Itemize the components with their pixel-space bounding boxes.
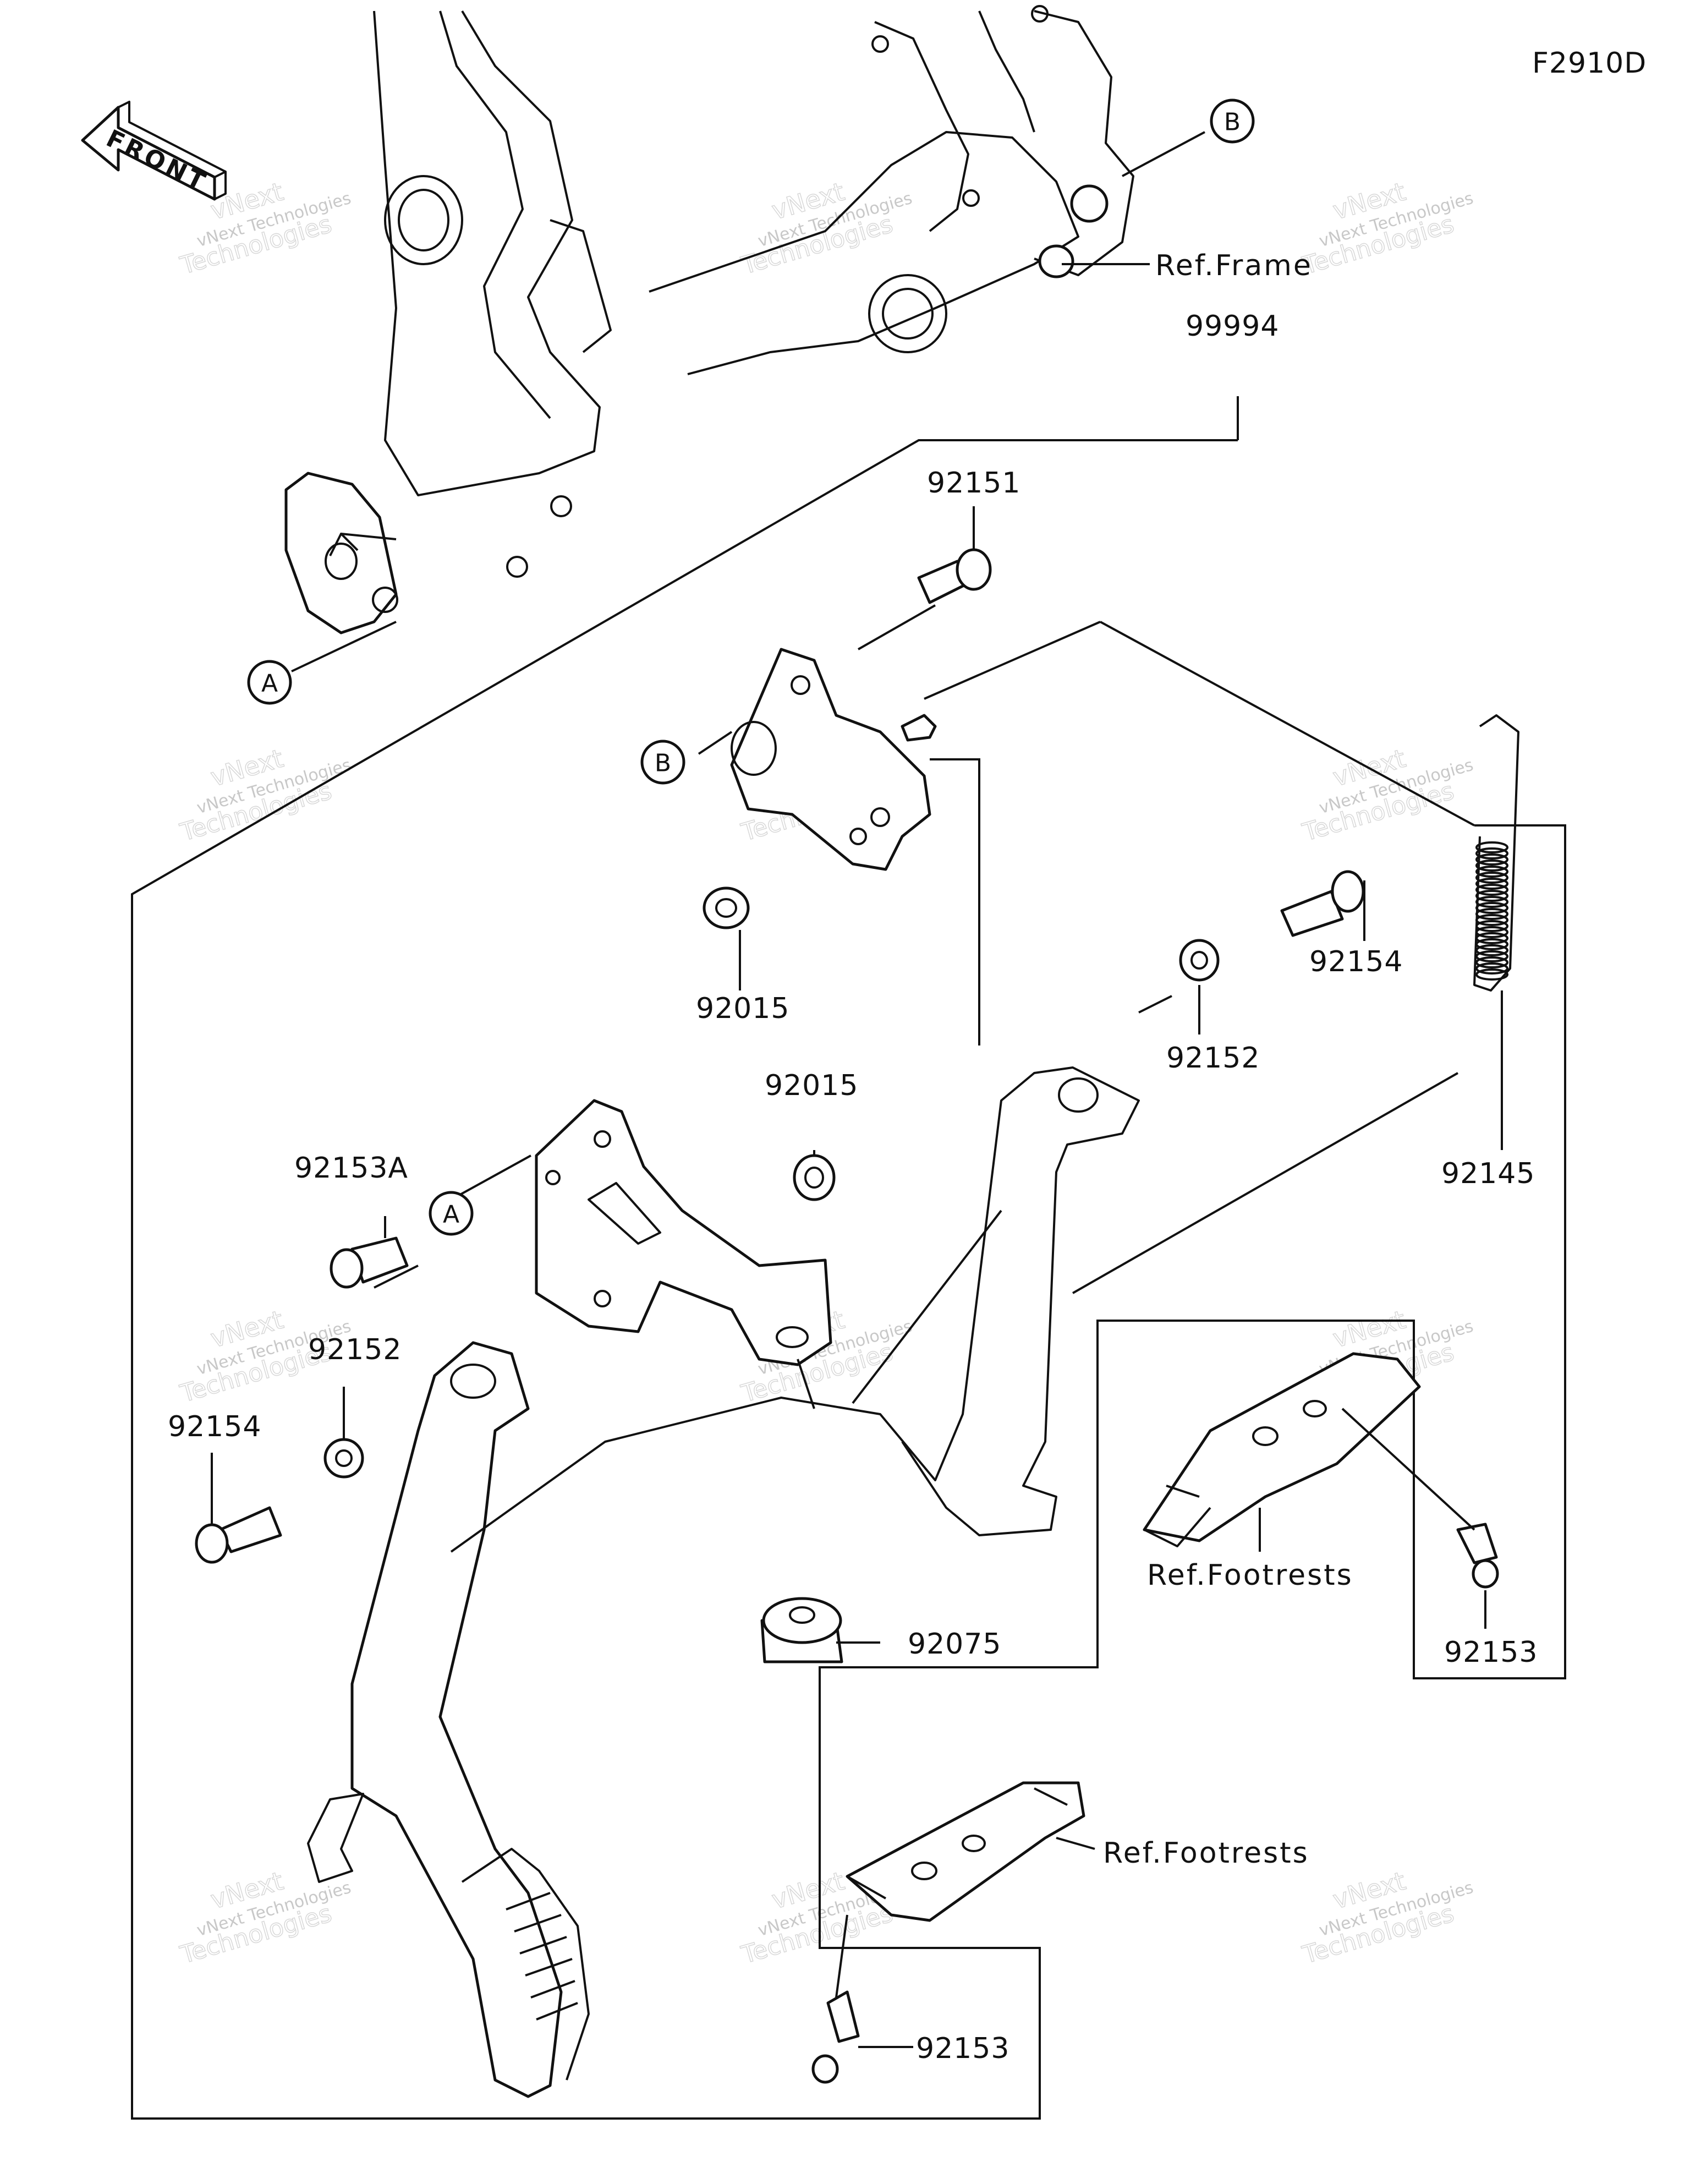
spring-coil [1475,968,1508,981]
spring-coil [1475,920,1508,932]
label-92152-right: 92152 [1166,1042,1260,1075]
spring-coil [1475,841,1508,853]
label-92151: 92151 [927,467,1020,500]
leader-lines [211,131,1503,2048]
callout-b-frame-letter: B [1224,108,1241,136]
front-arrow-icon: FRONT [81,101,227,201]
ref-footrests-right: Ref.Footrests [1147,1559,1353,1592]
assembly-outline-right [1413,824,1566,1679]
spring-coil [1475,878,1508,890]
small-parts [195,548,1499,2084]
spring [1473,714,1519,992]
spring-coil [1475,956,1508,968]
callout-a-frame: A [247,660,292,705]
label-92153-right: 92153 [1444,1636,1538,1669]
label-92154-right: 92154 [1309,945,1403,978]
bracket-b [730,648,937,871]
spring-coil [1475,908,1508,920]
spring-coil [1475,926,1508,938]
spring-coil [1475,853,1508,866]
spring-coil [1475,860,1508,872]
diagram-code: F2910D [1532,47,1647,80]
label-set: 99994 [1186,310,1279,343]
spring-coil [1475,890,1508,902]
ref-frame: Ref.Frame [1155,249,1313,282]
spring-coil [1475,950,1508,962]
bracket-a [535,1099,832,1366]
spring-coil [1475,962,1508,975]
spring-coil [1475,872,1508,884]
spring-coil [1475,914,1508,926]
spring-coil [1475,944,1508,956]
spring-coil [1475,884,1508,896]
label-92075: 92075 [908,1628,1001,1661]
label-92015-upper: 92015 [696,992,789,1025]
frame-drawing [284,5,1134,634]
side-stand [307,1066,1140,2098]
label-92015-lower: 92015 [765,1069,858,1102]
label-92153a: 92153A [294,1152,408,1185]
label-92154-left: 92154 [168,1410,261,1443]
spring-coil [1475,938,1508,950]
spring-coil [1475,932,1508,944]
assembly-outline [131,439,1415,2120]
spring-coil [1475,896,1508,908]
callout-a-frame-letter: A [261,670,278,698]
spring-coil [1475,902,1508,914]
label-92153-lower: 92153 [916,2032,1009,2065]
ref-footrests-lower: Ref.Footrests [1103,1837,1309,1870]
footrest-lower [846,1781,1085,1922]
callout-b-bracket-letter: B [655,749,671,778]
spring-coil [1475,847,1508,860]
callout-b-bracket: B [640,740,685,785]
label-92152-left: 92152 [308,1333,402,1366]
footrest-right [1143,1352,1421,1547]
callout-b-frame: B [1210,98,1255,144]
callout-a-bracket: A [429,1191,474,1236]
label-92145: 92145 [1441,1157,1535,1190]
assembly-inner-step [930,758,980,1046]
spring-coil [1475,866,1508,878]
callout-a-bracket-letter: A [443,1201,459,1229]
